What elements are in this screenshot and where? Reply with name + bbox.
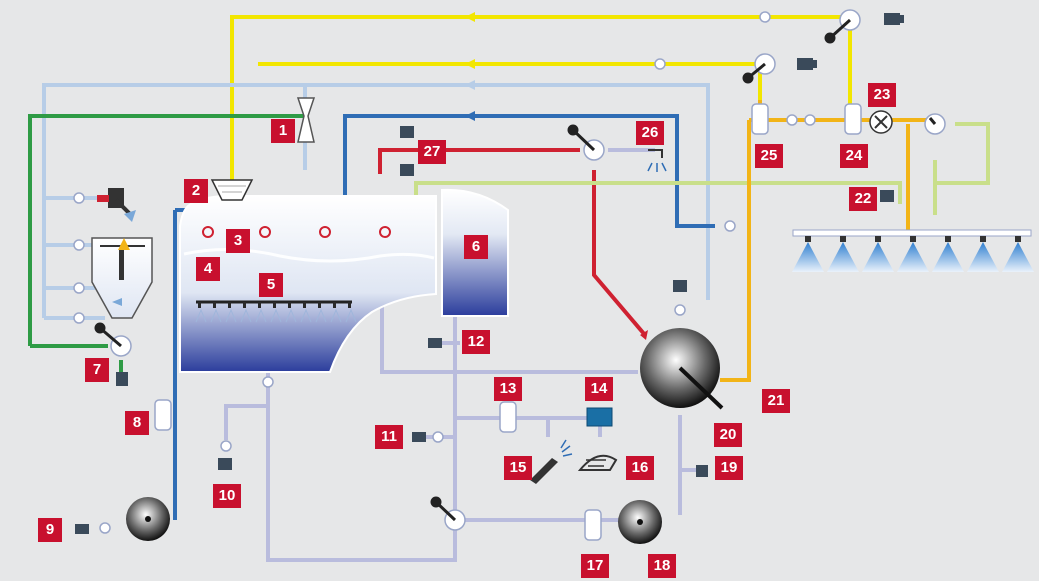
actuators [75,13,904,534]
transfer-pump [618,500,662,544]
label-27: 27 [418,140,446,164]
venturi-icon [296,97,316,143]
hand-wash-icon [577,454,618,471]
spray-marks [195,308,357,323]
tank-rinse-nozzles [198,302,351,308]
main-pump [640,328,724,410]
label-9: 9 [38,518,62,542]
label-25: 25 [755,144,783,168]
valve-handles [94,18,937,522]
label-2: 2 [184,179,208,203]
label-22: 22 [849,187,877,211]
label-4: 4 [196,257,220,281]
label-14: 14 [585,377,613,401]
label-5: 5 [259,273,283,297]
pressure-regulator-icon [869,110,893,134]
label-20: 20 [714,423,742,447]
main-tank [179,195,437,373]
canister-wash-nozzle [97,188,136,222]
label-6: 6 [464,235,488,259]
label-7: 7 [85,358,109,382]
filters [154,103,862,541]
control-box [586,407,613,427]
label-1: 1 [271,119,295,143]
label-18: 18 [648,554,676,578]
label-13: 13 [494,377,522,401]
label-11: 11 [375,425,403,449]
pipes-green [28,114,305,372]
flow-meters [73,11,816,534]
label-19: 19 [715,456,743,480]
label-16: 16 [626,456,654,480]
spray-icon [647,149,667,172]
spray-boom [792,229,1034,272]
label-23: 23 [868,83,896,107]
label-17: 17 [581,554,609,578]
label-26: 26 [636,121,664,145]
label-12: 12 [462,330,490,354]
label-21: 21 [762,389,790,413]
pipes-orange [720,100,930,382]
fill-pump [126,497,170,541]
label-3: 3 [226,229,250,253]
fill-basket [210,179,254,201]
spray-gun-icon [530,439,573,484]
label-8: 8 [125,411,149,435]
chemical-hopper [91,237,153,319]
label-10: 10 [213,484,241,508]
label-15: 15 [504,456,532,480]
label-24: 24 [840,144,868,168]
